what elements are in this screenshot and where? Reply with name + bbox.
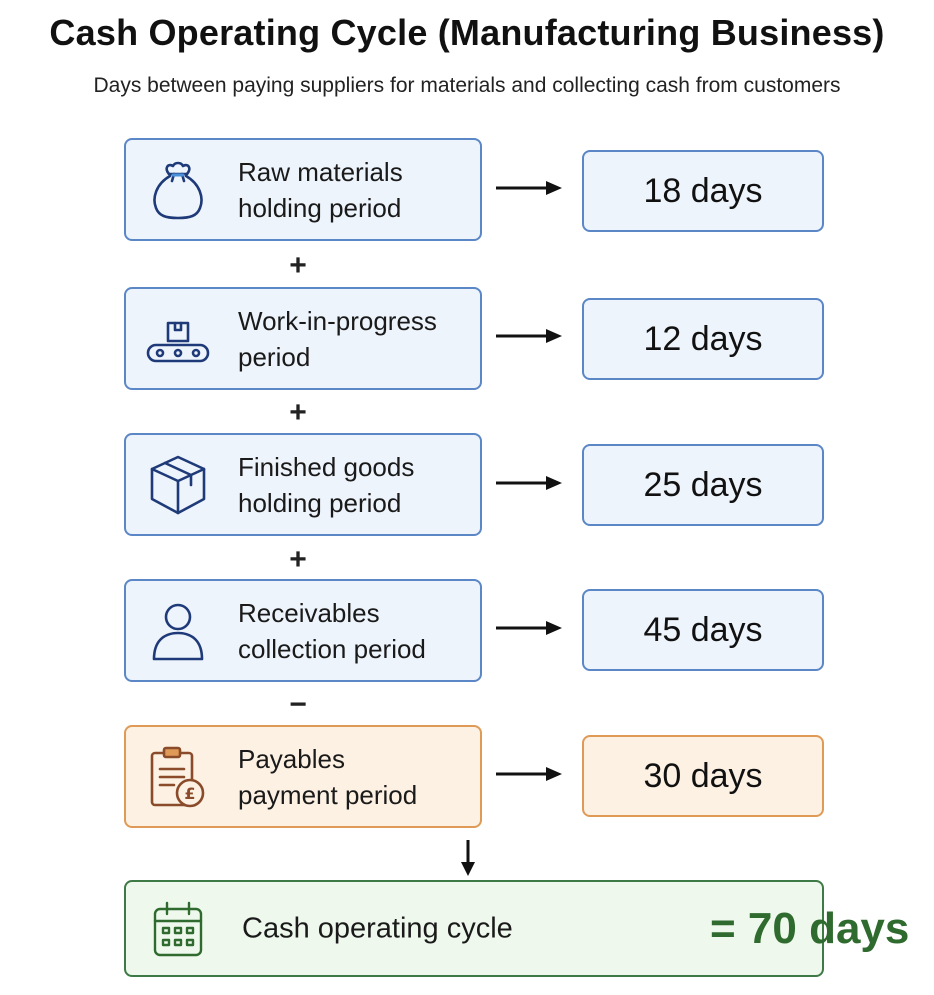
- calendar-icon: [153, 901, 203, 956]
- stage-box-work-in-progress: Work-in-progress period: [124, 287, 482, 390]
- person-icon: [152, 603, 204, 660]
- stage-value-box: 12 days: [582, 298, 824, 380]
- stage-label: Raw materials holding period: [238, 156, 403, 223]
- plus-operator: +: [289, 396, 307, 429]
- stage-label: Work-in-progress period: [238, 305, 437, 372]
- conveyor-belt-icon: [146, 321, 210, 362]
- right-arrow-icon: [496, 181, 562, 195]
- stage-box-finished-goods: Finished goods holding period: [124, 433, 482, 536]
- minus-operator: −: [289, 688, 307, 721]
- svg-text:£: £: [184, 784, 195, 803]
- stage-box-payables: £ Payables payment period: [124, 725, 482, 828]
- result-box: Cash operating cycle = 70 days: [124, 880, 909, 977]
- right-arrow-icon: [496, 767, 562, 781]
- right-arrow-icon: [496, 329, 562, 343]
- box-icon: [150, 455, 206, 514]
- stage-value-box: 45 days: [582, 589, 824, 671]
- invoice-pound-icon: £: [150, 746, 205, 807]
- result-total: = 70 days: [710, 903, 910, 953]
- stage-box-receivables: Receivables collection period: [124, 579, 482, 682]
- stage-label: Payables payment period: [238, 743, 418, 810]
- stage-value-box: 18 days: [582, 150, 824, 232]
- down-arrow-icon: [461, 840, 475, 876]
- stage-value-box: 30 days: [582, 735, 824, 817]
- money-bag-icon: [153, 161, 203, 219]
- stage-label: Receivables collection period: [238, 597, 426, 664]
- stage-box-raw-materials: Raw materials holding period: [124, 138, 482, 241]
- stage-value-box: 25 days: [582, 444, 824, 526]
- result-label: Cash operating cycle: [242, 912, 513, 944]
- page-title: Cash Operating Cycle (Manufacturing Busi…: [49, 12, 885, 53]
- plus-operator: +: [289, 543, 307, 576]
- right-arrow-icon: [496, 621, 562, 635]
- stage-label: Finished goods holding period: [238, 451, 415, 518]
- plus-operator: +: [289, 249, 307, 282]
- right-arrow-icon: [496, 476, 562, 490]
- page-subtitle: Days between paying suppliers for materi…: [93, 74, 841, 97]
